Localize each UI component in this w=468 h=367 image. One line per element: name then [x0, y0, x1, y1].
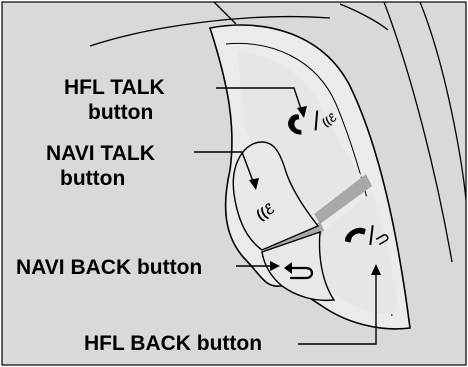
navi-talk-button[interactable] [232, 141, 320, 251]
separator-band-upper [314, 174, 372, 224]
hfl-talk-label-line1: HFL TALK [64, 76, 165, 99]
phone-hangup-with-back-arrow-icon [344, 225, 389, 246]
navi-back-label: NAVI BACK button [16, 256, 202, 279]
leader-arrowheads [249, 106, 381, 275]
navi-talk-arrowhead [249, 178, 259, 190]
navi-back-arrowhead [270, 261, 280, 271]
voice-command-icon: ((ℰ [253, 200, 277, 223]
navi-talk-label-line2: button [60, 167, 125, 190]
navi-back-button[interactable] [261, 230, 336, 302]
hfl-back-button[interactable] [318, 192, 398, 315]
steering-wheel-outline [89, 1, 467, 263]
hfl-talk-leader [216, 87, 303, 113]
hfl-back-leader [298, 272, 377, 345]
svg-text:((ℰ: ((ℰ [253, 200, 277, 223]
leader-lines [194, 87, 377, 345]
navi-talk-leader [194, 151, 255, 185]
back-arrow-icon [284, 262, 314, 280]
hfl-back-arrowhead [371, 264, 381, 275]
hfl-talk-arrowhead [297, 106, 307, 118]
hfl-talk-label-line2: button [88, 101, 153, 124]
hfl-back-label: HFL BACK button [84, 332, 262, 355]
navi-talk-label-line1: NAVI TALK [46, 142, 155, 165]
